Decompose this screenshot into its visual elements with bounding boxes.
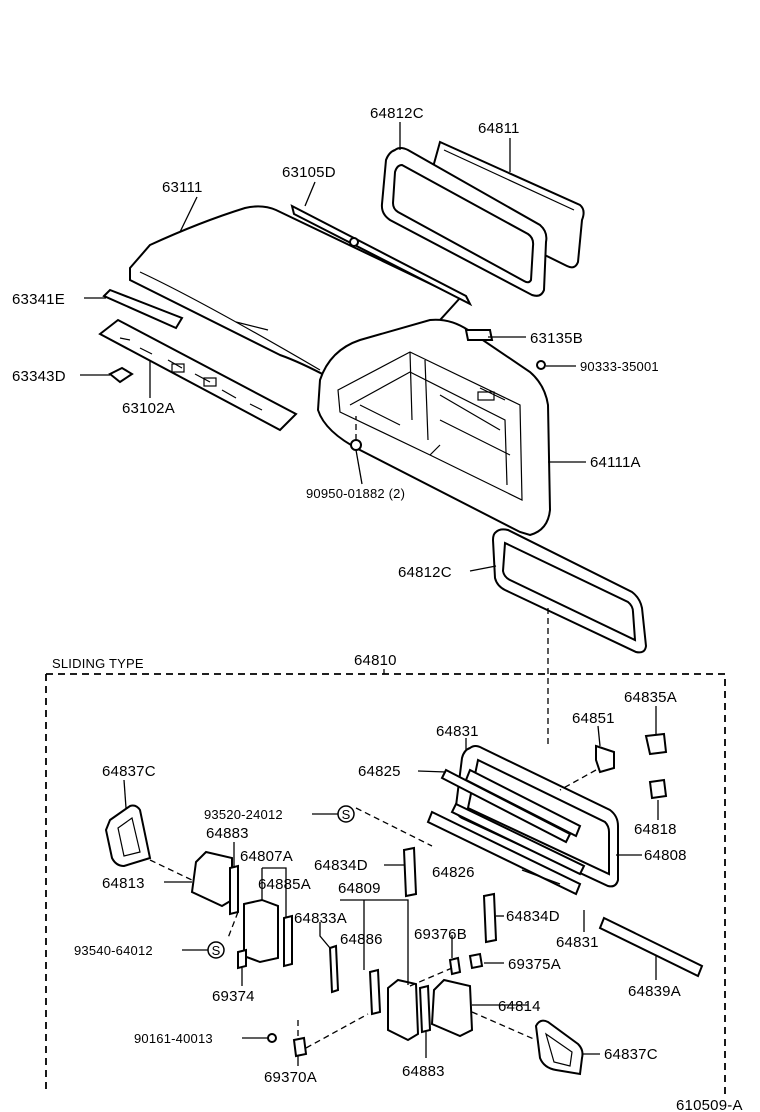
svg-text:S: S <box>212 943 221 958</box>
strip-64883-bot <box>418 984 432 1034</box>
back-panel-64111A <box>316 318 552 537</box>
channel-64831-bot <box>450 802 586 876</box>
section-title: SLIDING TYPE <box>52 656 144 671</box>
channel-64834D-left <box>402 846 418 898</box>
label-64826: 64826 <box>432 864 475 881</box>
panel-64807A <box>243 898 279 964</box>
label-64851: 64851 <box>572 710 615 727</box>
weatherstrip-64812C-top <box>380 147 548 297</box>
label-64818: 64818 <box>634 821 677 838</box>
label-64808: 64808 <box>644 847 687 864</box>
pad-63343D <box>108 366 134 384</box>
bracket-69370A <box>292 1036 308 1058</box>
sliding-type-frame <box>45 673 726 1094</box>
label-63341E: 63341E <box>12 291 65 308</box>
weatherstrip-64837C-right <box>534 1019 584 1076</box>
label-64886: 64886 <box>340 931 383 948</box>
bracket-64851 <box>595 744 615 774</box>
roof-rail-63105D <box>290 204 473 307</box>
label-63343D: 63343D <box>12 368 66 385</box>
bolt-90161 <box>267 1033 277 1043</box>
label-63111: 63111 <box>162 179 203 196</box>
label-90333: 90333-35001 <box>580 359 659 374</box>
label-63105D: 63105D <box>282 164 336 181</box>
label-64837C-right: 64837C <box>604 1046 658 1063</box>
label-90950: 90950-01882 (2) <box>306 486 405 501</box>
clip-63135B <box>464 329 494 341</box>
label-63102A: 63102A <box>122 400 175 417</box>
label-64812C-top: 64812C <box>370 105 424 122</box>
label-69376B: 69376B <box>414 926 467 943</box>
label-64835A: 64835A <box>624 689 677 706</box>
label-64839A: 64839A <box>628 983 681 1000</box>
footer-code: 610509-A <box>676 1097 743 1112</box>
label-93540: 93540-64012 <box>74 943 153 958</box>
trim-63341E <box>102 288 184 330</box>
label-64814: 64814 <box>498 998 541 1015</box>
label-69370A: 69370A <box>264 1069 317 1086</box>
label-64883-bot: 64883 <box>402 1063 445 1080</box>
rail-64825 <box>440 768 572 844</box>
clip-64835A <box>644 732 668 756</box>
label-64111A: 64111A <box>590 454 641 471</box>
label-69375A: 69375A <box>508 956 561 973</box>
label-64811: 64811 <box>478 120 520 137</box>
channel-64831-top <box>464 768 582 838</box>
s-mark-93520: S <box>337 805 355 823</box>
label-64831-top: 64831 <box>436 723 479 740</box>
label-93520: 93520-24012 <box>204 807 283 822</box>
latch-69376B <box>448 956 462 976</box>
label-64885A: 64885A <box>258 876 311 893</box>
label-64837C-left: 64837C <box>102 763 156 780</box>
label-64834D-right: 64834D <box>506 908 560 925</box>
latch-69374 <box>237 948 247 970</box>
label-64825: 64825 <box>358 763 401 780</box>
label-64810: 64810 <box>354 652 397 669</box>
glass-64813 <box>190 850 233 908</box>
channel-64834D-right <box>482 892 498 944</box>
strip-64883-top <box>229 864 239 916</box>
s-mark-93540: S <box>207 941 225 959</box>
label-64813: 64813 <box>102 875 145 892</box>
glass-64809-panel <box>387 978 420 1042</box>
strip-64886 <box>368 968 382 1016</box>
header-panel-63102A <box>98 318 298 432</box>
label-64834D-left: 64834D <box>314 857 368 874</box>
label-69374: 69374 <box>212 988 255 1005</box>
weatherstrip-64812C-mid <box>491 528 648 654</box>
label-64809: 64809 <box>338 880 381 897</box>
weatherstrip-64837C-left <box>104 804 152 868</box>
label-90161: 90161-40013 <box>134 1031 213 1046</box>
rail-64826 <box>426 810 582 896</box>
label-64807A: 64807A <box>240 848 293 865</box>
glass-64814 <box>430 978 474 1038</box>
label-64812C-mid: 64812C <box>398 564 452 581</box>
strip-64885A <box>283 914 293 968</box>
label-64833A: 64833A <box>294 910 347 927</box>
label-64883-top: 64883 <box>206 825 249 842</box>
rail-64839A <box>598 916 704 978</box>
strip-64833A <box>328 944 340 994</box>
screw-90950 <box>350 439 362 451</box>
bolt-90333 <box>536 360 546 370</box>
knob-69375A <box>468 952 484 970</box>
label-63135B: 63135B <box>530 330 583 347</box>
clip-64818 <box>648 778 668 800</box>
label-64831-bot: 64831 <box>556 934 599 951</box>
svg-text:S: S <box>342 807 351 822</box>
